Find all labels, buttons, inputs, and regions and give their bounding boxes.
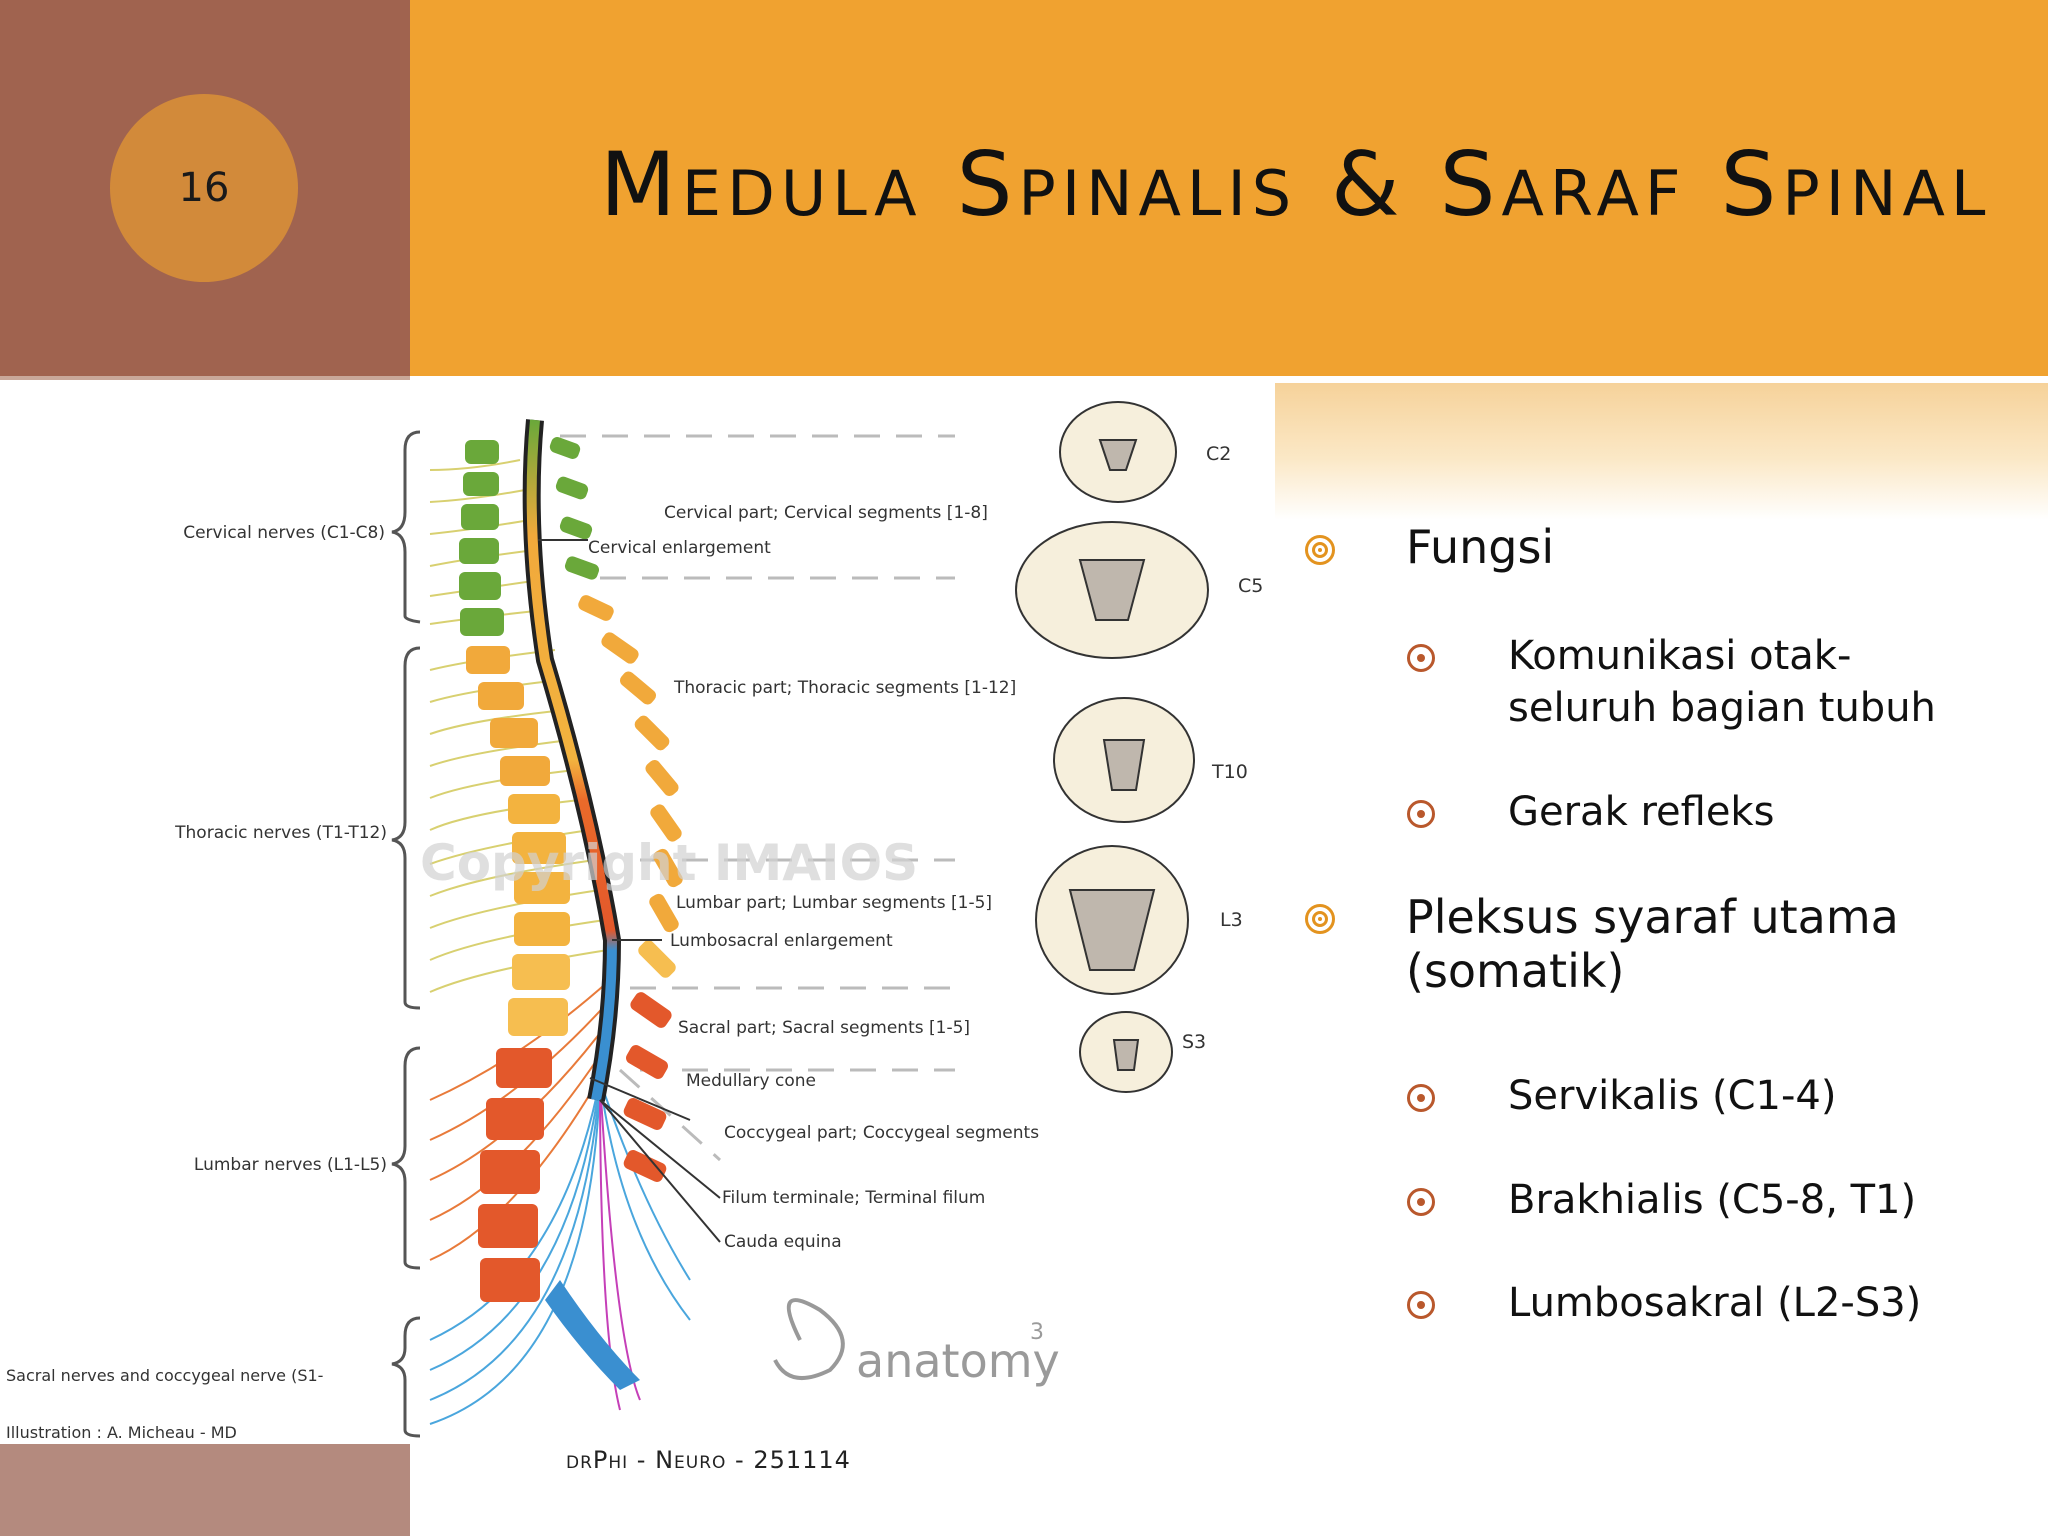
label-sacral-nerves: Sacral nerves and coccygeal nerve (S1- — [6, 1366, 323, 1385]
bullet-target-icon — [1305, 904, 1335, 934]
watermark: Copyright IMAIOS — [420, 834, 918, 892]
section-label-c5: C5 — [1238, 575, 1263, 597]
braces — [391, 430, 421, 1438]
label-cervical-enlargement: Cervical enlargement — [588, 538, 771, 558]
slide-title: Medula Spinalis & Saraf Spinal — [600, 133, 1992, 236]
label-lumbar-nerves: Lumbar nerves (L1-L5) — [194, 1155, 387, 1175]
bullet-target-icon — [1305, 535, 1335, 565]
anatomy-logo: anatomy 3 — [773, 1298, 1060, 1388]
bullet-dot-icon — [1407, 800, 1435, 828]
label-cauda-equina: Cauda equina — [724, 1232, 842, 1252]
bullet-dot-icon — [1407, 1291, 1435, 1319]
label-cervical-part: Cervical part; Cervical segments [1-8] — [664, 503, 988, 523]
bullet-dot-icon — [1407, 1188, 1435, 1216]
logo-text: anatomy — [856, 1334, 1060, 1388]
sub-bullet-lumbosakral: Lumbosakral (L2-S3) — [1508, 1280, 1922, 1326]
top-header-band — [410, 0, 2048, 376]
label-lumbosacral-enlargement: Lumbosacral enlargement — [670, 931, 893, 951]
section-label-t10: T10 — [1211, 761, 1248, 783]
content-header-fade — [1275, 383, 2048, 520]
logo-superscript: 3 — [1030, 1320, 1044, 1345]
bullet-fungsi: Fungsi — [1406, 520, 1555, 574]
label-cervical-nerves: Cervical nerves (C1-C8) — [183, 523, 385, 543]
section-label-s3: S3 — [1182, 1031, 1206, 1053]
slide-footer: drPhi - Neuro - 251114 — [566, 1446, 851, 1474]
label-filum-terminale: Filum terminale; Terminal filum — [722, 1188, 985, 1208]
label-coccygeal-part: Coccygeal part; Coccygeal segments — [724, 1123, 1039, 1143]
label-thoracic-part: Thoracic part; Thoracic segments [1-12] — [673, 678, 1016, 698]
dashed-lines — [560, 434, 955, 1162]
bullet-pleksus: Pleksus syaraf utama (somatik) — [1406, 890, 1899, 998]
bullet-dot-icon — [1407, 644, 1435, 672]
label-sacral-part: Sacral part; Sacral segments [1-5] — [678, 1018, 970, 1038]
section-label-l3: L3 — [1220, 909, 1243, 931]
spinal-illustration-svg: Copyright IMAIOS Cervical nerves (C1-C8)… — [6, 401, 1263, 1442]
bullet-list: Fungsi Komunikasi otak-seluruh bagian tu… — [1275, 520, 2048, 1340]
sub-bullet-komunikasi: Komunikasi otak-seluruh bagian tubuh — [1508, 633, 1936, 731]
section-label-c2: C2 — [1206, 443, 1231, 465]
bullet-dot-icon — [1407, 1084, 1435, 1112]
bottom-left-band — [0, 1444, 410, 1536]
sub-bullet-brakhialis: Brakhialis (C5-8, T1) — [1508, 1177, 1917, 1223]
cross-sections — [1015, 401, 1209, 1093]
header-divider — [0, 376, 410, 380]
slide-number: 16 — [178, 165, 230, 211]
slide-number-badge: 16 — [110, 94, 298, 282]
sub-bullet-servikalis: Servikalis (C1-4) — [1508, 1073, 1837, 1119]
vertebral-bodies — [459, 440, 640, 1390]
leader-lines — [538, 539, 721, 1243]
label-lumbar-part: Lumbar part; Lumbar segments [1-5] — [676, 893, 992, 913]
label-medullary-cone: Medullary cone — [686, 1071, 816, 1091]
illustration-credit: Illustration : A. Micheau - MD — [6, 1423, 237, 1442]
spinal-cord-illustration: Copyright IMAIOS Cervical nerves (C1-C8)… — [0, 380, 1275, 1444]
sub-bullet-gerak-refleks: Gerak refleks — [1508, 789, 1775, 835]
spinous-processes — [549, 437, 683, 1182]
label-thoracic-nerves: Thoracic nerves (T1-T12) — [174, 823, 387, 843]
